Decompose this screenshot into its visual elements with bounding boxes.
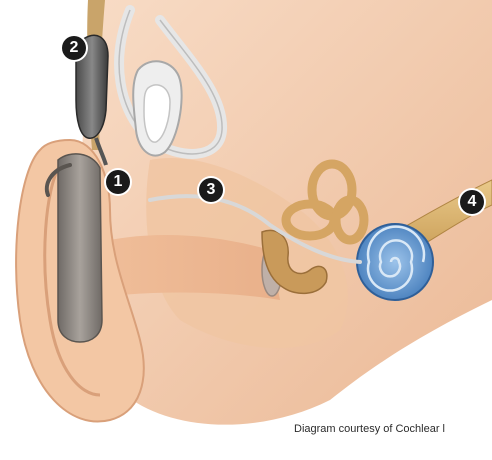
sound-processor: [58, 154, 102, 342]
marker-4: 4: [460, 190, 484, 214]
marker-1: 1: [106, 170, 130, 194]
marker-3: 3: [199, 178, 223, 202]
marker-2: 2: [62, 36, 86, 60]
image-credit: Diagram courtesy of Cochlear l: [294, 423, 445, 435]
